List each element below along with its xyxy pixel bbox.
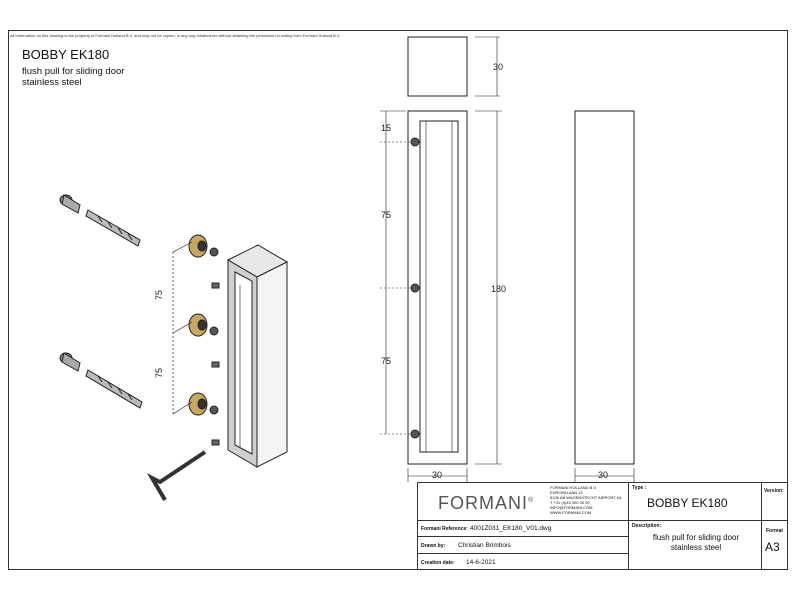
front-view [380,110,502,482]
description-label: Description: [632,523,662,529]
brand-mark: ® [528,497,535,504]
reference-value: 4001Z031_EK180_V01.dwg [470,525,552,532]
drawn-by-label: Drawn by: [421,543,446,549]
format-value: A3 [765,540,780,554]
company-address: FORMANI HOLLAND B.V. EUROPALAAN 12 5106 … [550,485,622,515]
exploded-spacing-b: 75 [154,368,164,378]
mounting-fitting-top [188,234,219,258]
creation-date-cell: Creation date: 14-6-2021 [417,553,629,570]
version-label: Version: [764,488,784,494]
brand-cell: FORMANI® FORMANI HOLLAND B.V. EUROPALAAN… [417,482,629,521]
top-view-dimension: 30 [493,62,503,72]
company-line: WWW.FORMANI.COM [550,510,592,515]
drawn-by-cell: Drawn by: Christian Brimbois [417,536,629,554]
description-value: flush pull for sliding door stainless st… [643,533,749,553]
mounting-fitting-middle [188,313,219,337]
product-title: BOBBY EK180 [22,47,110,62]
hex-key [146,450,207,502]
product-description-line1: flush pull for sliding door [22,66,125,77]
spacing-2-dimension: 75 [381,356,391,366]
exploded-view [59,194,289,502]
back-width-dimension: 30 [598,470,608,480]
version-cell: Version: [761,482,788,521]
company-line: EUROPALAAN 12 [550,490,583,495]
reference-label: Formani Reference: [421,526,468,532]
product-description: flush pull for sliding door stainless st… [22,66,124,88]
brand-logo: FORMANI® [438,493,534,514]
description-line1: flush pull for sliding door [652,533,740,542]
back-view [574,110,635,482]
format-label: Format [766,528,783,534]
exploded-spacing-a: 75 [154,290,164,300]
screw-upper [59,194,141,247]
screw-lower [59,352,143,409]
total-length-dimension: 180 [491,284,506,294]
spacing-1-dimension: 75 [381,210,391,220]
description-line2: stainless steel [670,543,722,552]
company-line: 5106 AB WAGENSTECHT AIRPORT NL [550,495,622,500]
type-cell: Type : BOBBY EK180 [628,482,762,521]
handle-body [226,244,289,468]
product-description-line2: stainless steel [22,77,82,88]
reference-cell: Formani Reference: 4001Z031_EK180_V01.dw… [417,520,629,537]
mounting-fitting-bottom [188,392,219,416]
creation-date-label: Creation date: [421,560,455,566]
drawn-by-value: Christian Brimbois [458,542,511,549]
brand-name: FORMANI [438,493,528,513]
drawing-sheet-border [8,30,788,570]
creation-date-value: 14-6-2021 [466,559,496,566]
company-line: INFO@FORMANI.COM [550,505,593,510]
type-label: Type : [632,485,647,491]
type-value: BOBBY EK180 [647,496,728,510]
description-cell: Description: flush pull for sliding door… [628,520,762,570]
offset-top-dimension: 15 [381,123,391,133]
company-line: T +31 (0)45 000 00 00 [550,500,590,505]
front-width-dimension: 30 [432,470,442,480]
copyright-notice: All information on this drawing is the p… [10,33,341,38]
top-view [407,36,500,97]
format-cell: Format A3 [761,520,788,570]
company-line: FORMANI HOLLAND B.V. [550,485,597,490]
title-block: FORMANI® FORMANI HOLLAND B.V. EUROPALAAN… [417,482,788,570]
